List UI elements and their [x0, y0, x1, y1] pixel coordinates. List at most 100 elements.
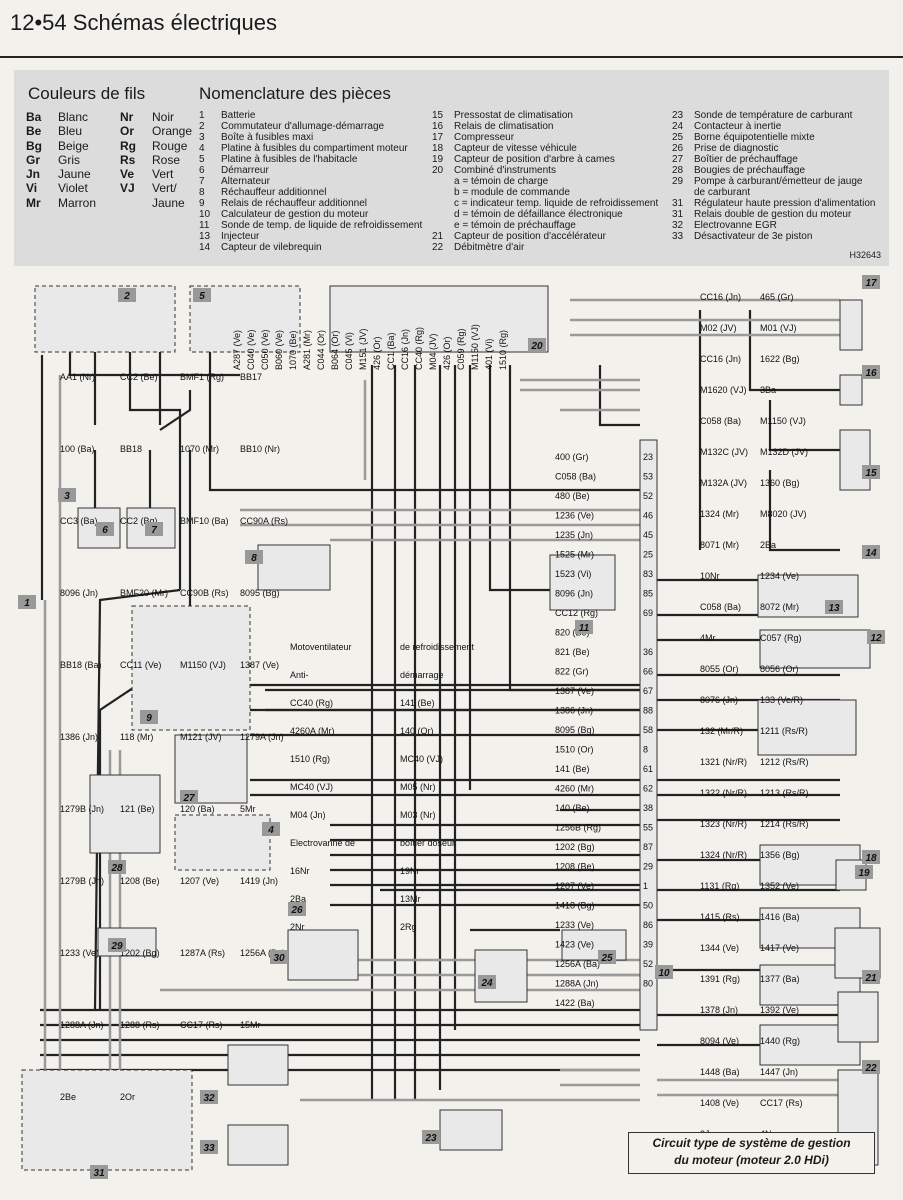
component-box — [227, 1044, 289, 1086]
wire-label-left: BMF20 (Mr) — [120, 588, 168, 598]
wire-label-left: 1287A (Rs) — [180, 948, 225, 958]
badge-number: 2 — [123, 291, 130, 302]
badge-number: 23 — [424, 1133, 437, 1144]
part-name: Boîte à fusibles maxi — [221, 132, 314, 143]
wire-label-mid: 140 (Or) — [400, 726, 434, 736]
ecu-wire-label: 8096 (Jn) — [555, 589, 593, 599]
badge-number: 31 — [93, 1168, 105, 1179]
ecu-pin-number: 38 — [643, 803, 653, 813]
wire-label-right: 1377 (Ba) — [760, 974, 800, 984]
wire-label-right: 1344 (Ve) — [700, 943, 739, 953]
part-name: Compresseur — [454, 132, 515, 143]
part-name: Alternateur — [221, 176, 270, 187]
part-number: 11 — [199, 220, 210, 231]
wire-label-vertical: A281 (Mr) — [302, 330, 312, 370]
ecu-wire-label: 140 (Be) — [555, 803, 590, 813]
ecu-pin-number: 87 — [643, 842, 653, 852]
wire-label-right: 8055 (Or) — [700, 664, 739, 674]
wire-label-right: 1440 (Rg) — [760, 1036, 800, 1046]
wire — [128, 352, 182, 590]
badge-number: 30 — [273, 953, 285, 964]
part-name: Débitmètre d'air — [454, 242, 525, 253]
wire-label-right: 1321 (Nr/R) — [700, 757, 747, 767]
wire-label-right: M1150 (VJ) — [760, 416, 806, 426]
part-number: 19 — [432, 154, 444, 165]
wire-label-right: M132C (JV) — [700, 447, 748, 457]
badge-bg — [855, 865, 873, 879]
component-box — [839, 374, 863, 406]
ecu-wire-label: 820 (Be) — [555, 628, 590, 638]
badge-bg — [862, 850, 880, 864]
wire-color-name: Violet — [58, 181, 88, 196]
page-heading: Schémas électriques — [72, 10, 277, 35]
wire-label-mid: Motoventilateur — [290, 642, 352, 652]
wire-label-mid: Electrovanne de — [290, 838, 355, 848]
wire-color-name: Rouge — [152, 138, 188, 153]
wire — [768, 470, 840, 552]
ecu-wire-label: 141 (Be) — [555, 764, 590, 774]
ecu-wire-label: CC12 (Rg) — [555, 608, 598, 618]
wire-label-mid: 13Mr — [400, 894, 421, 904]
badge-bg — [862, 275, 880, 289]
badge-bg — [655, 965, 673, 979]
wire-label-left: CC17 (Rs) — [180, 1020, 223, 1030]
wire-label-left: 118 (Mr) — [120, 732, 153, 742]
ecu-pin-number: 66 — [643, 667, 653, 677]
badge-bg — [270, 950, 288, 964]
wire-label-left: CC90B (Rs) — [180, 588, 229, 598]
wire-label-right: M01 (VJ) — [760, 323, 797, 333]
ecu-wire-label: 1233 (Ve) — [555, 920, 594, 930]
part-name: Capteur de vilebrequin — [221, 242, 322, 253]
component-box — [837, 991, 879, 1043]
ecu-pin-number: 61 — [643, 764, 653, 774]
ecu-pin-number: 85 — [643, 589, 653, 599]
wire-label-right: 1212 (Rs/R) — [760, 757, 809, 767]
wire-label-right: CC16 (Jn) — [700, 354, 741, 364]
badge-bg — [108, 938, 126, 952]
wire-label-right: 1356 (Bg) — [760, 850, 800, 860]
badge-bg — [862, 970, 880, 984]
component-badge-2: 2 — [118, 288, 136, 302]
wire-color-name: Blanc — [58, 110, 89, 124]
badge-number: 18 — [865, 853, 877, 864]
ecu-pin-number: 55 — [643, 823, 653, 833]
badge-number: 5 — [199, 291, 205, 302]
caption-line-2: du moteur (moteur 2.0 HDi) — [674, 1153, 829, 1167]
badge-bg — [245, 550, 263, 564]
ecu-wire-label: 1256B (Rg) — [555, 823, 601, 833]
wire-label-right: 1378 (Jn) — [700, 1005, 738, 1015]
part-name: Platine à fusibles de l'habitacle — [221, 154, 358, 165]
wire-label-left: 1288A (Jn) — [60, 1020, 104, 1030]
wire-label-vertical: CC40 (Rg) — [414, 327, 424, 370]
component-badge-11: 11 — [575, 620, 593, 634]
part-number: 18 — [432, 143, 444, 154]
badge-bg — [140, 710, 158, 724]
wire-color-code: VJ — [120, 181, 135, 196]
wire-label-left: 15Mr — [240, 1020, 261, 1030]
parts-heading: Nomenclature des pièces — [199, 84, 391, 103]
wire-color-code: Nr — [120, 110, 134, 124]
badge-number: 26 — [290, 905, 303, 916]
wire-color-code: Ba — [26, 110, 42, 124]
component-box — [474, 949, 528, 1003]
wire-color-code: Be — [26, 124, 42, 139]
badge-bg — [58, 488, 76, 502]
wire-label-right: C058 (Ba) — [700, 602, 741, 612]
wire-label-right: 1323 (Nr/R) — [700, 819, 747, 829]
component-badge-23: 23 — [422, 1130, 440, 1144]
wire-label-vertical: M1150 (VJ) — [470, 324, 480, 370]
wire-label-left: 1419 (Jn) — [240, 876, 278, 886]
